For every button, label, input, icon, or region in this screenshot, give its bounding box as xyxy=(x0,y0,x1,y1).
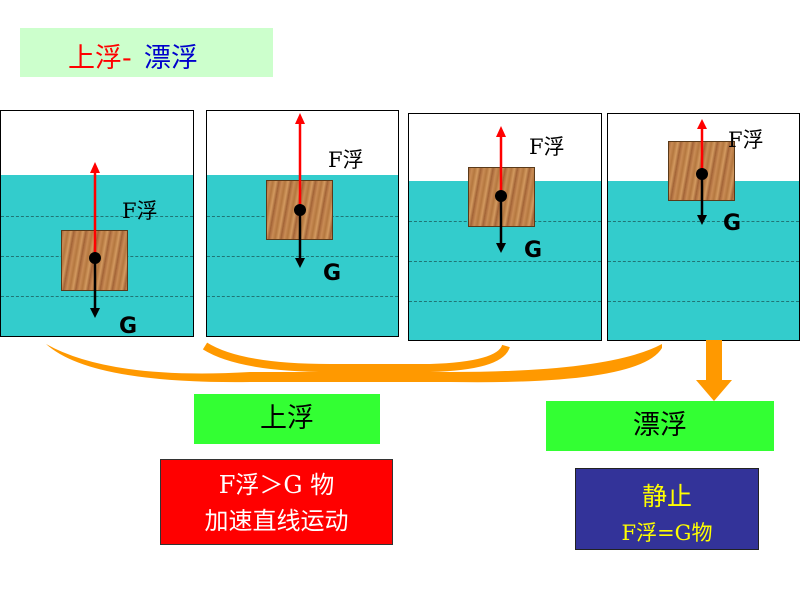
rising-label-box: 上浮 xyxy=(194,394,380,444)
rising-detail-box: F浮＞G 物 加速直线运动 xyxy=(160,459,393,545)
water-line xyxy=(207,256,398,257)
force-arrows xyxy=(294,113,306,268)
buoyant-force-label: F浮 xyxy=(122,199,158,223)
floating-label-box: 漂浮 xyxy=(546,401,774,451)
floating-detail-box: 静止 F浮=G物 xyxy=(575,468,759,550)
title-rising: 上浮- xyxy=(68,43,132,74)
rising-label: 上浮 xyxy=(260,403,314,434)
buoyant-force-label: F浮 xyxy=(728,128,764,152)
weight-label: G xyxy=(723,211,742,236)
title-box: 上浮- 漂浮 xyxy=(20,28,273,77)
water-line xyxy=(1,296,193,297)
rising-detail-line1: F浮＞G 物 xyxy=(218,471,335,499)
panel-1: F浮 G xyxy=(0,110,194,337)
rising-detail-line2: 加速直线运动 xyxy=(204,507,349,535)
water-line xyxy=(608,301,799,302)
weight-label: G xyxy=(524,238,543,263)
force-arrows xyxy=(89,162,101,318)
water-line xyxy=(409,301,601,302)
water-line xyxy=(608,261,799,262)
buoyant-force-label: F浮 xyxy=(328,148,364,172)
force-arrows xyxy=(696,119,708,225)
buoyant-force-label: F浮 xyxy=(529,135,565,159)
floating-detail-line2: F浮=G物 xyxy=(621,521,713,545)
weight-label: G xyxy=(119,314,138,337)
panel-2: F浮 G xyxy=(206,110,399,337)
water-line xyxy=(409,261,601,262)
floating-label: 漂浮 xyxy=(633,410,687,441)
water-line xyxy=(207,296,398,297)
floating-detail-line1: 静止 xyxy=(641,482,692,511)
force-arrows xyxy=(495,126,507,253)
panel-4: F浮 G xyxy=(607,113,800,341)
water xyxy=(608,181,799,340)
title-floating: 漂浮 xyxy=(144,43,198,74)
weight-label: G xyxy=(323,261,342,286)
water-line xyxy=(1,216,193,217)
panel-3: F浮 G xyxy=(408,113,602,341)
